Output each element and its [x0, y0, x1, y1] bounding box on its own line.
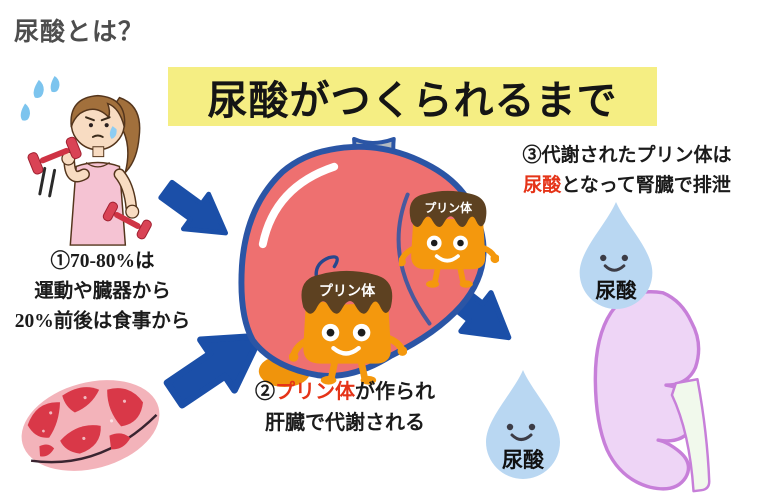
uric-acid-label: 尿酸 [595, 278, 637, 302]
purine-character-2: プリン体 [399, 190, 499, 288]
uric-acid-label: 尿酸 [502, 448, 545, 472]
motion-lines [38, 166, 57, 198]
step3-highlight: 尿酸 [523, 175, 562, 196]
woman-figure [27, 94, 152, 246]
tear-drop-icon [109, 126, 117, 139]
pudding-face [321, 323, 371, 356]
caramel-cap [409, 190, 487, 228]
meat-marbling [27, 387, 144, 457]
meat-illustration [21, 380, 160, 471]
arrow-woman-to-liver-icon [158, 179, 229, 236]
arrow-meat-to-liver-icon [163, 332, 264, 409]
pudding-body [303, 297, 391, 364]
step2-suffix: が作られ [355, 381, 435, 403]
step2-line-1: ②プリン体が作られ [226, 377, 464, 408]
purine-label: プリン体 [424, 201, 472, 215]
uric-acid-drop-1: 尿酸 [579, 201, 653, 310]
step2-highlight: プリン体 [275, 381, 355, 403]
step2-text: ②プリン体が作られ 肝臓で代謝される [226, 377, 464, 439]
neck [92, 146, 105, 158]
step3-line-2: 尿酸となって腎臓で排泄 [490, 171, 764, 201]
page-title: 尿酸とは？ [14, 18, 145, 46]
banner-title: 尿酸がつくられるまで [168, 67, 657, 126]
dumbbell-raised-icon [27, 136, 82, 175]
kidney-body [593, 290, 701, 491]
dumbbell-lowered-icon [102, 201, 152, 240]
step3-line-1: ③代謝されたプリン体は [522, 145, 732, 166]
purine-label: プリン体 [319, 283, 376, 299]
caramel-cap [301, 270, 393, 314]
step3-suffix: となって腎臓で排泄 [561, 175, 731, 196]
step2-line-2: 肝臓で代謝される [265, 412, 425, 434]
liver-highlight [258, 162, 339, 249]
water-drop-icon [579, 201, 653, 310]
step1-text: ①70-80%は 運動や臓器から 20%前後は食事から [0, 247, 205, 337]
uric-acid-drop-2: 尿酸 [486, 370, 560, 479]
pudding-face [426, 235, 468, 263]
hair-bangs [70, 94, 126, 128]
tank-top [69, 161, 127, 246]
step3-text: ③代謝されたプリン体は 尿酸となって腎臓で排泄 [490, 141, 764, 201]
step1-line-1: ①70-80%は [50, 251, 155, 272]
drop-face [506, 423, 536, 441]
step1-line-2: 運動や臓器から [34, 281, 171, 302]
exercising-woman-illustration [20, 76, 152, 246]
step1-line-3: 20%前後は食事から [14, 311, 191, 332]
drop-face [600, 254, 628, 272]
pudding-body [411, 213, 486, 270]
purine-character-1: プリン体 [289, 255, 407, 385]
sweat-drops-icon [20, 76, 60, 121]
step2-number: ② [255, 381, 275, 403]
water-drop-icon [486, 370, 560, 479]
kidney-illustration [593, 290, 711, 493]
ureter [670, 378, 711, 493]
face [85, 116, 117, 139]
